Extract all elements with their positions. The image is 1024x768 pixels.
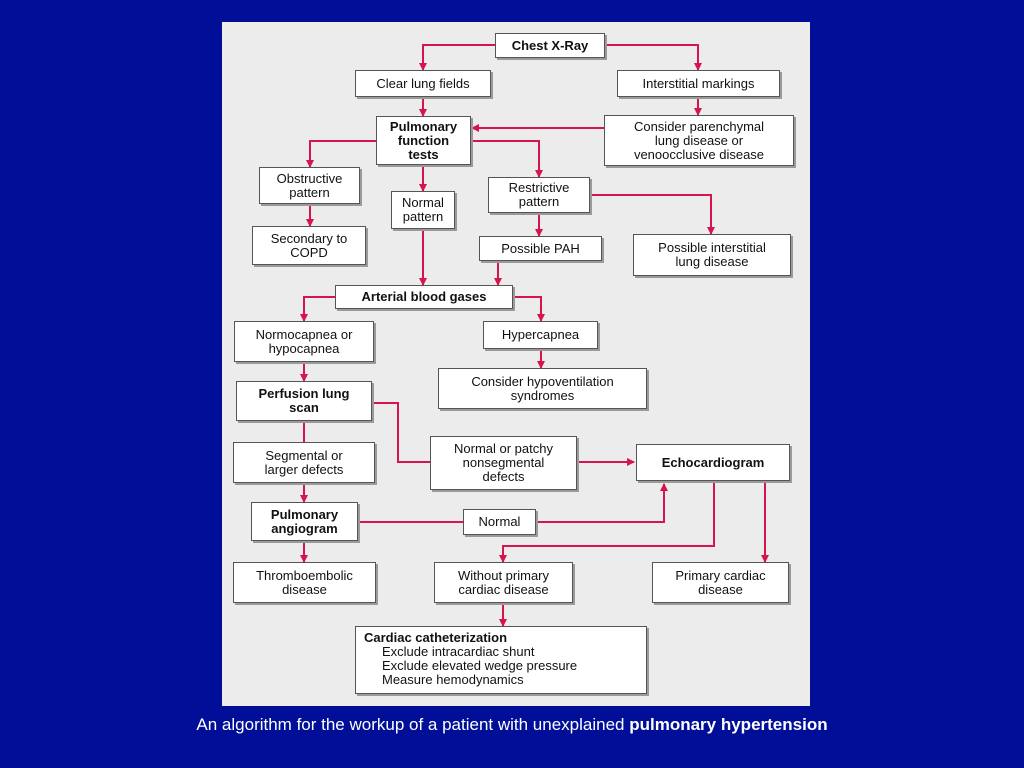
clear-lung-fields-box: Clear lung fields: [355, 70, 491, 97]
interstitial-markings-box: Interstitial markings: [617, 70, 780, 97]
arrow-perfusion-to-nonsegmental: [372, 402, 430, 463]
caption-text: An algorithm for the workup of a patient…: [196, 715, 630, 734]
hypoventilation-box: Consider hypoventilation syndromes: [438, 368, 647, 409]
hypercapnea-box: Hypercapnea: [483, 321, 598, 349]
thromboembolic-box: Thromboembolic disease: [233, 562, 376, 603]
cath-item-hemodynamics: Measure hemodynamics: [382, 672, 524, 687]
cath-title: Cardiac catheterization: [364, 630, 508, 645]
chest-xray-box: Chest X-Ray: [495, 33, 605, 58]
perfusion-lung-scan-box: Perfusion lung scan: [236, 381, 372, 421]
slide-caption: An algorithm for the workup of a patient…: [0, 715, 1024, 735]
arrow-echo-to-without-primary: [499, 481, 715, 563]
arrow-abg-to-normocapnea: [300, 296, 335, 322]
without-primary-cardiac-box: Without primary cardiac disease: [434, 562, 573, 603]
arrow-pft-to-obstructive: [306, 140, 376, 168]
arrow-xray-to-interstitial: [605, 44, 702, 71]
pulmonary-angiogram-box: Pulmonary angiogram: [251, 502, 358, 541]
restrictive-pattern-box: Restrictive pattern: [488, 177, 590, 213]
consider-parenchymal-box: Consider parenchymal lung disease or ven…: [604, 115, 794, 166]
cath-item-wedge: Exclude elevated wedge pressure: [382, 658, 578, 673]
arrow-restrictive-to-interstitial: [590, 194, 715, 235]
caption-emphasis: pulmonary hypertension: [629, 715, 828, 734]
normocapnea-box: Normocapnea or hypocapnea: [234, 321, 374, 362]
secondary-copd-box: Secondary to COPD: [252, 226, 366, 265]
echocardiogram-box: Echocardiogram: [636, 444, 790, 481]
normal-box: Normal: [463, 509, 536, 535]
pulmonary-function-tests-box: Pulmonary function tests: [376, 116, 471, 165]
possible-pah-box: Possible PAH: [479, 236, 602, 261]
normal-pattern-box: Normal pattern: [391, 191, 455, 229]
obstructive-pattern-box: Obstructive pattern: [259, 167, 360, 204]
arrow-abg-to-hypercapnea: [513, 296, 545, 322]
arrow-pft-to-restrictive: [471, 140, 543, 178]
segmental-defects-box: Segmental or larger defects: [233, 442, 375, 483]
primary-cardiac-box: Primary cardiac disease: [652, 562, 789, 603]
cardiac-catheterization-box: Cardiac catheterization Exclude intracar…: [355, 626, 647, 694]
arterial-blood-gases-box: Arterial blood gases: [335, 285, 513, 309]
cath-item-shunt: Exclude intracardiac shunt: [382, 644, 535, 659]
possible-interstitial-box: Possible interstitial lung disease: [633, 234, 791, 276]
arrow-normal-to-echo: [536, 483, 668, 523]
nonsegmental-defects-box: Normal or patchy nonsegmental defects: [430, 436, 577, 490]
arrow-xray-to-clear: [419, 44, 495, 71]
